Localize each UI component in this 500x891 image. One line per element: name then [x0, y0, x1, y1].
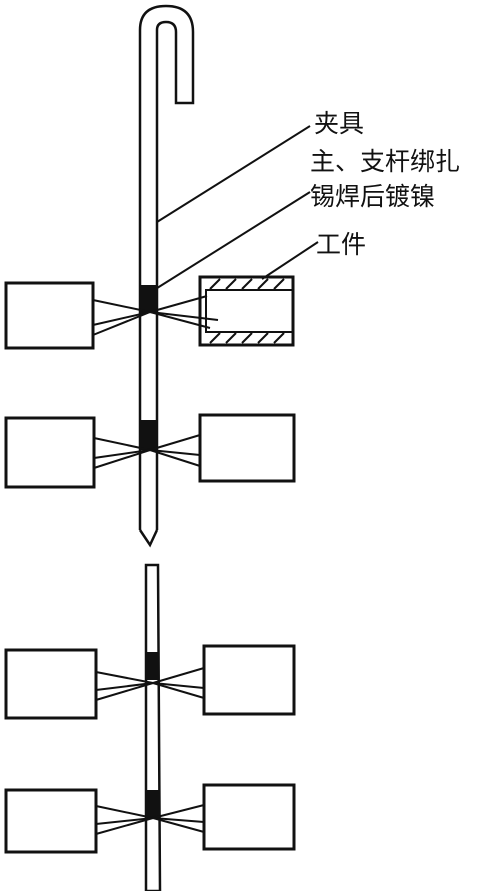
- upper-main-rod: [138, 4, 195, 548]
- joint-band-2: [141, 420, 156, 450]
- pad-left-3: [4, 648, 98, 720]
- label-fixture: 夹具: [314, 109, 364, 138]
- joint-band-3: [147, 652, 159, 680]
- row-1: [4, 275, 295, 350]
- row-2: [4, 413, 296, 489]
- label-binding-line1: 主、支杆绑扎: [310, 147, 460, 176]
- row-4: [4, 783, 296, 854]
- leader-binding: [153, 191, 311, 291]
- pad-right-3: [202, 644, 296, 716]
- workpiece-hatching: [209, 278, 285, 344]
- lower-rod: [144, 563, 162, 891]
- pad-right-2: [198, 413, 296, 483]
- leader-workpiece: [261, 241, 319, 280]
- joint-band-4: [147, 790, 159, 818]
- leader-fixture: [156, 125, 311, 223]
- row-3: [4, 644, 296, 720]
- label-workpiece: 工件: [316, 230, 366, 259]
- pad-left-1: [4, 281, 95, 350]
- joint-band-1: [141, 285, 156, 313]
- workpiece: [198, 275, 295, 347]
- pad-right-4: [202, 783, 296, 851]
- pad-left-4: [4, 788, 98, 854]
- pad-left-2: [4, 416, 96, 489]
- label-binding-line2: 锡焊后镀镍: [310, 182, 435, 211]
